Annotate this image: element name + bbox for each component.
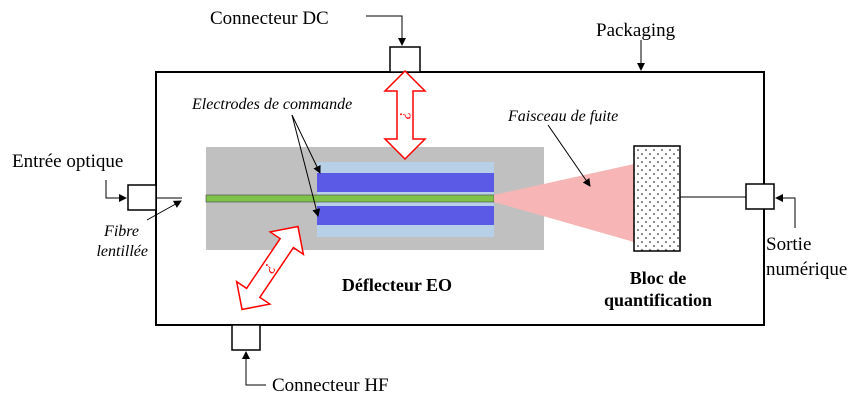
output-leader [775, 194, 796, 228]
hf-connector [231, 324, 261, 351]
hf-connector-label: Connecteur HF [272, 375, 389, 396]
fiber-label-line2: lentillée [96, 243, 148, 260]
fiber-label-line1: Fibre [103, 223, 139, 240]
output-connector [745, 183, 775, 210]
waveguide [205, 194, 495, 203]
input-leader [105, 180, 127, 202]
electrode-leader-bottom [291, 114, 321, 217]
dc-leader [366, 15, 406, 46]
packaging-label: Packaging [596, 20, 676, 41]
output-label-line2: numérique [766, 259, 847, 280]
dc-connector-label: Connecteur DC [210, 8, 329, 29]
output-label-line1: Sortie [766, 234, 811, 255]
block-label-line2: quantification [604, 290, 712, 310]
hf-leader [242, 351, 266, 386]
electrodes-label: Electrodes de commande [191, 96, 352, 113]
leak-beam-label: Faisceau de fuite [507, 108, 618, 125]
electrode-leader-top [291, 114, 321, 174]
quantification-block [633, 145, 681, 252]
input-label: Entrée optique [12, 151, 123, 172]
deflector-label: Déflecteur EO [342, 275, 452, 295]
dc-double-arrow: ? [383, 69, 427, 161]
input-connector [127, 184, 157, 211]
leak-leader [547, 124, 591, 187]
fiber-leader [146, 200, 182, 221]
leak-beam [494, 164, 634, 242]
dc-question-mark: ? [396, 111, 413, 119]
dc-connector [389, 46, 421, 73]
electrode-bottom [317, 206, 494, 225]
block-label-line1: Bloc de [630, 268, 687, 288]
hf-double-arrow: ? [235, 225, 305, 311]
electrode-top [317, 173, 494, 192]
